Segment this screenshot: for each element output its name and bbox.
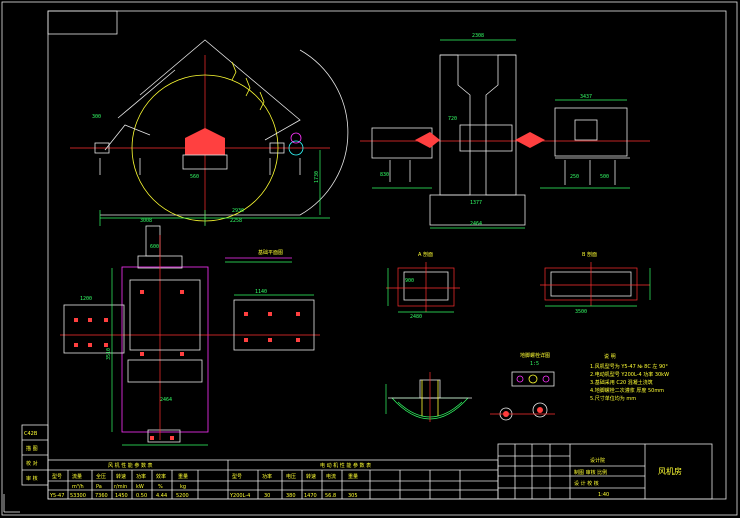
fan-side-elevation (360, 39, 650, 229)
dim-misc-3: 720 (448, 116, 457, 122)
fan-header-6: 重量 (178, 473, 188, 480)
dim-misc-1: 560 (190, 174, 199, 180)
motor-value-1: 30 (264, 493, 270, 499)
title-row2: 设 计 校 核 (574, 480, 599, 487)
title-scale: 1:40 (598, 492, 609, 498)
fan-header-4: 功率 (136, 473, 146, 480)
motor-value-0: Y200L-4 (229, 493, 250, 499)
motor-header-3: 转速 (306, 473, 316, 480)
motor-value-4: 56.8 (325, 493, 336, 499)
note-1: 1.风机型号为 Y5-47 № 8C 左 90° (590, 363, 668, 370)
motor-header-5: 重量 (348, 473, 358, 480)
motor-value-2: 380 (286, 493, 296, 499)
section-a (386, 262, 460, 313)
side-stamp-0: C42B (24, 431, 38, 437)
inner-frame (47, 10, 727, 500)
fan-value-6: 5200 (176, 493, 189, 499)
bolt-detail-scale: 1:5 (530, 361, 539, 367)
fan-header-5: 效率 (156, 473, 166, 480)
notes-title: 说 明 (604, 353, 616, 360)
dim-elev-r: 3437 (580, 94, 592, 100)
notes-block: 说 明 1.风机型号为 Y5-47 № 8C 左 90° 2.电动机型号 Y20… (590, 353, 669, 402)
side-stamp (21, 424, 49, 486)
motor-header-4: 电流 (326, 473, 336, 480)
fan-value-0: Y5-47 (49, 493, 64, 499)
motor-header-1: 功率 (262, 473, 272, 480)
fan-value-1: 53300 (70, 493, 86, 499)
param-tables-grid (47, 459, 499, 500)
fan-value-5: 4.44 (156, 493, 167, 499)
title-row1: 制图 审核 比例 (574, 469, 607, 476)
bolt-detail-plan (490, 371, 555, 421)
fan-unit-4: kW (136, 484, 144, 490)
fan-table-units: m³/h Pa r/min kW % kg (72, 484, 186, 490)
dim-misc-2: 830 (380, 172, 389, 178)
dim-elev-top: 2308 (472, 33, 484, 39)
ucs-icon (3, 494, 20, 513)
title-block (497, 443, 713, 500)
dim-misc-6: 1200 (80, 296, 92, 302)
dim-sec-b: 3500 (575, 309, 587, 315)
dim-plan-w1: 3008 (140, 218, 152, 224)
fan-plan-view (70, 39, 349, 226)
dim-misc-7: 1140 (255, 289, 267, 295)
fan-unit-5: % (158, 484, 163, 490)
fan-unit-1: m³/h (72, 484, 84, 490)
side-stamp-1: 描 图 (26, 445, 38, 452)
note-2: 2.电动机型号 Y200L-4 功率 30kW (590, 371, 669, 378)
bolt-section (385, 372, 472, 422)
dim-misc-8: 600 (150, 244, 159, 250)
dim-sec-a: 2480 (410, 314, 422, 320)
fan-table-values: Y5-47 53300 7360 1450 0.50 4.44 5200 (49, 493, 189, 499)
motor-value-5: 305 (348, 493, 358, 499)
dim-elev-mid: 1377 (470, 200, 482, 206)
side-stamp-2: 校 对 (26, 460, 38, 467)
dim-misc-4: 250 (570, 174, 579, 180)
bolt-detail-title: 地脚螺栓详图 (520, 352, 550, 359)
fan-unit-6: kg (180, 484, 186, 490)
fan-header-2: 全压 (96, 473, 106, 480)
fan-value-4: 0.50 (136, 493, 147, 499)
fan-header-0: 型号 (52, 473, 62, 480)
motor-table-values: Y200L-4 30 380 1470 56.8 305 (229, 493, 358, 499)
title-stamp: 设计院 (590, 457, 605, 464)
fan-value-2: 7360 (95, 493, 108, 499)
fan-table-title: 风 机 性 能 参 数 表 (108, 462, 153, 469)
fan-header-3: 转速 (116, 473, 126, 480)
note-3: 3.基础采用 C20 混凝土浇筑 (590, 379, 653, 386)
note-5: 5.尺寸单位均为 mm (590, 395, 636, 402)
dim-plan-span: 2258 (230, 218, 242, 224)
note-4: 4.地脚螺栓二次灌浆 厚度 50mm (590, 387, 664, 394)
fan-unit-3: r/min (114, 484, 127, 490)
motor-table-title: 电 动 机 性 能 参 数 表 (320, 462, 371, 469)
dim-misc-9: 900 (405, 278, 414, 284)
dim-misc-0: 300 (92, 114, 101, 120)
drawing-name: 风机房 (658, 466, 682, 476)
motor-header-2: 电压 (286, 473, 296, 480)
fan-value-3: 1450 (115, 493, 128, 499)
fan-header-1: 流量 (72, 473, 82, 480)
dim-elev-w: 2464 (470, 221, 482, 227)
foundation-plan (60, 225, 320, 446)
motor-table-headers: 型号 功率 电压 转速 电流 重量 (232, 473, 358, 480)
fan-unit-2: Pa (96, 484, 102, 490)
motor-value-3: 1470 (304, 493, 317, 499)
dim-found-h: 3510 (106, 348, 112, 360)
foundation-plan-label: 基础平面图 (258, 249, 283, 256)
fan-table-headers: 型号 流量 全压 转速 功率 效率 重量 (52, 473, 188, 480)
dim-found-w: 2464 (160, 397, 172, 403)
dim-misc-5: 500 (600, 174, 609, 180)
section-b (540, 262, 651, 307)
section-b-label: B 剖面 (582, 251, 597, 258)
dim-plan-w2: 2930 (232, 208, 244, 214)
side-stamp-3: 审 核 (26, 475, 38, 482)
corner-stamp-box (47, 10, 118, 35)
motor-header-0: 型号 (232, 473, 242, 480)
dim-plan-h: 1730 (314, 171, 320, 183)
section-a-label: A 剖面 (418, 251, 433, 258)
